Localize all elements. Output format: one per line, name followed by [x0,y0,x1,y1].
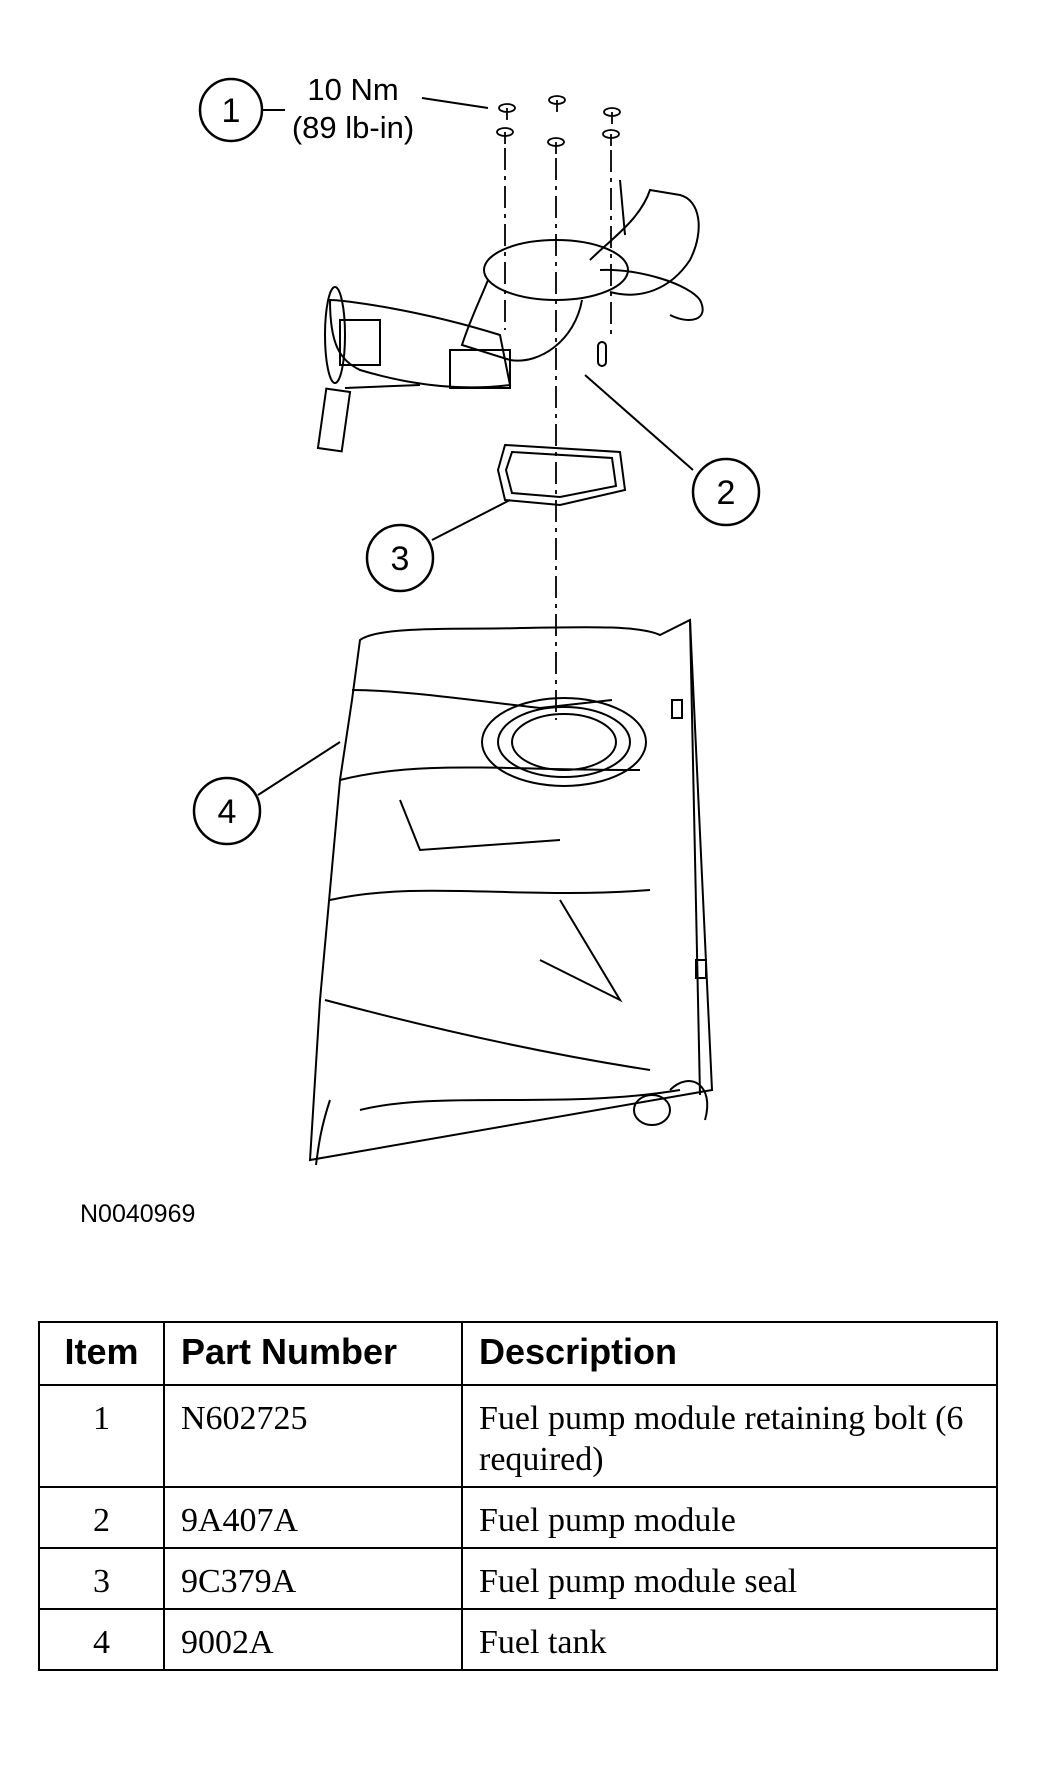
assembly-centerlines [504,148,612,720]
row-description: Fuel tank [461,1608,998,1671]
svg-text:1: 1 [222,92,241,130]
svg-text:4: 4 [218,793,237,831]
callout-3: 3 [365,499,511,593]
figure-id: N0040969 [80,1200,196,1228]
table-row: 2 9A407A Fuel pump module [38,1486,998,1549]
callout-1: 1 [198,77,285,143]
retaining-bolts [496,95,621,154]
svg-text:3: 3 [391,540,410,578]
row-item: 4 [38,1608,165,1671]
callout-4: 4 [192,741,341,846]
header-item: Item [38,1321,165,1386]
table-row: 4 9002A Fuel tank [38,1608,998,1671]
row-description: Fuel pump module [461,1486,998,1549]
row-part-number: 9C379A [163,1547,463,1610]
exploded-diagram: 1 10 Nm (89 lb-in) [192,72,761,1166]
callout-2: 2 [584,374,761,527]
row-item: 1 [38,1384,165,1488]
fuel-pump-module [316,179,704,453]
torque-leader [421,97,489,109]
torque-imperial: (89 lb-in) [292,110,414,145]
row-item: 2 [38,1486,165,1549]
row-description: Fuel pump module retaining bolt (6 requi… [461,1384,998,1488]
row-part-number: N602725 [163,1384,463,1488]
table-row: 1 N602725 Fuel pump module retaining bol… [38,1384,998,1488]
row-item: 3 [38,1547,165,1610]
svg-text:2: 2 [717,474,736,512]
row-part-number: 9002A [163,1608,463,1671]
table-header-row: Item Part Number Description [38,1321,998,1386]
header-part-number: Part Number [163,1321,463,1386]
table-row: 3 9C379A Fuel pump module seal [38,1547,998,1610]
fuel-tank [308,618,714,1166]
parts-table: Item Part Number Description 1 N602725 F… [38,1321,998,1671]
row-part-number: 9A407A [163,1486,463,1549]
torque-metric: 10 Nm [307,72,398,107]
row-description: Fuel pump module seal [461,1547,998,1610]
header-description: Description [461,1321,998,1386]
fuel-pump-module-seal [496,443,627,507]
